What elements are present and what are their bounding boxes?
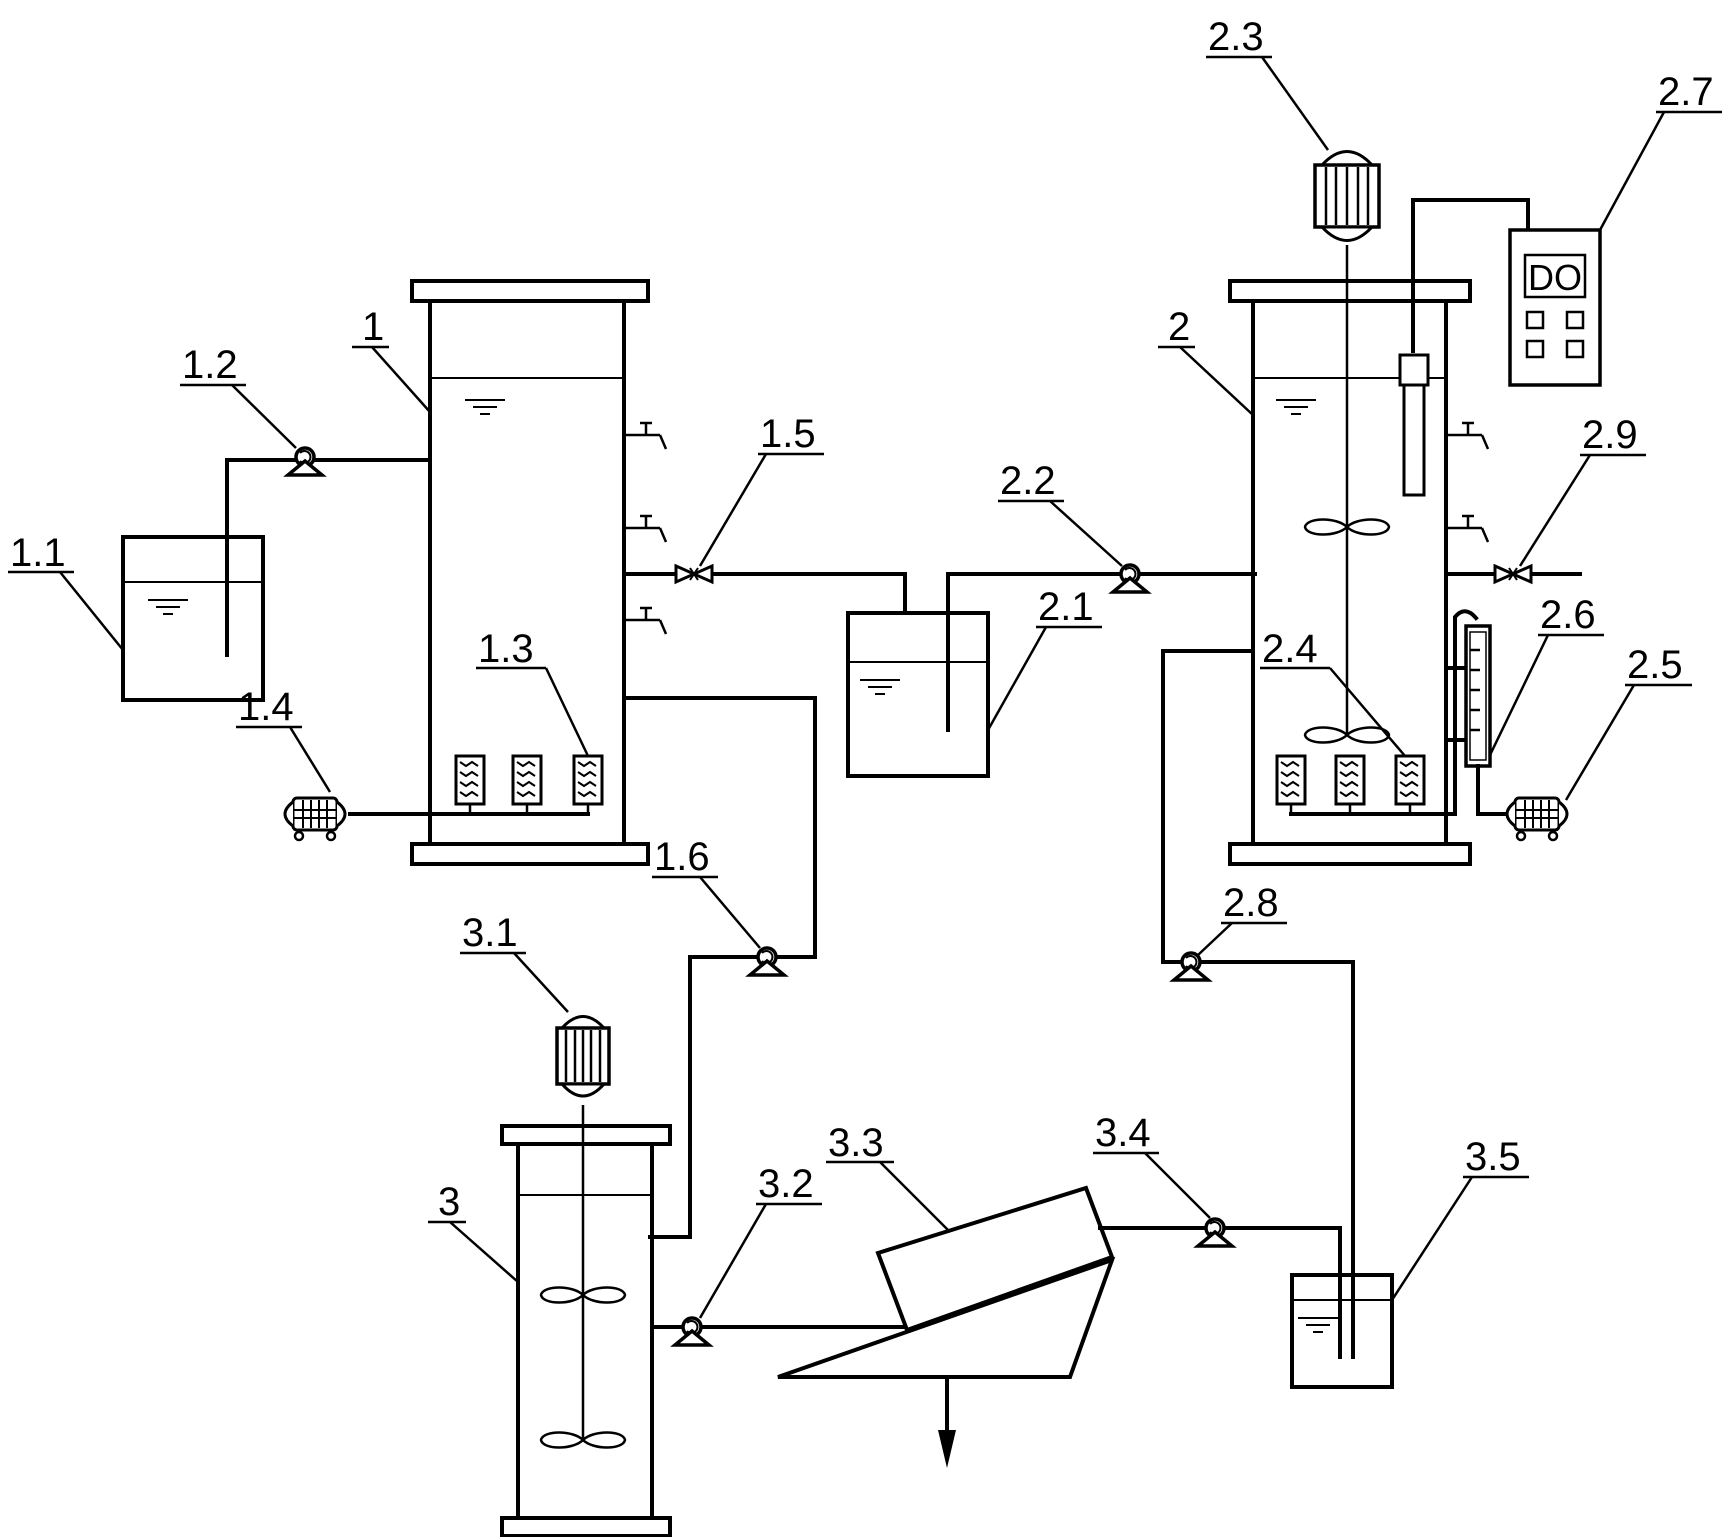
label-1-1: 1.1 <box>10 531 66 575</box>
intermediate-tank-2-1 <box>846 611 990 778</box>
label-2-4: 2.4 <box>1262 627 1318 671</box>
stirrer-motor-2-3 <box>1313 150 1381 242</box>
label-2-9: 2.9 <box>1582 413 1638 457</box>
label-2-3: 2.3 <box>1208 15 1264 59</box>
air-diffuser-icon <box>1334 754 1366 806</box>
sampling-tap-icon <box>624 606 668 636</box>
label-2-2: 2.2 <box>1000 459 1056 503</box>
label-1: 1 <box>362 305 384 349</box>
reactor-1 <box>348 279 668 866</box>
label-3-2: 3.2 <box>758 1162 814 1206</box>
label-3: 3 <box>438 1180 460 1224</box>
peristaltic-pump-icon <box>673 1316 711 1347</box>
reactor-3 <box>500 1105 672 1537</box>
label-2-8: 2.8 <box>1223 881 1279 925</box>
water-level-icon <box>464 399 506 415</box>
peristaltic-pump-icon <box>1172 951 1210 982</box>
air-blower-icon <box>1505 796 1569 842</box>
label-3-4: 3.4 <box>1095 1111 1151 1155</box>
label-1-2: 1.2 <box>182 343 238 387</box>
component-labels: 1 1.1 1.2 1.3 1.4 1.5 1.6 2 2.1 <box>8 15 1722 1319</box>
stirrer-motor-3-1 <box>555 1015 611 1098</box>
label-2-7: 2.7 <box>1658 70 1714 114</box>
label-1-4: 1.4 <box>238 685 294 729</box>
label-1-5: 1.5 <box>760 412 816 456</box>
sampling-tap-icon <box>624 421 668 451</box>
label-3-3: 3.3 <box>828 1121 884 1165</box>
air-diffuser-icon <box>1394 754 1426 806</box>
label-2-6: 2.6 <box>1540 593 1596 637</box>
valve-icon <box>1493 564 1533 584</box>
do-meter-2-7: DO <box>1508 228 1602 387</box>
label-2: 2 <box>1168 305 1190 349</box>
air-diffuser-icon <box>511 754 543 806</box>
sampling-tap-icon <box>1446 514 1490 544</box>
label-3-1: 3.1 <box>462 911 518 955</box>
sampling-tap-icon <box>1446 421 1490 451</box>
do-meter-display: DO <box>1528 257 1582 298</box>
air-diffuser-icon <box>454 754 486 806</box>
do-probe <box>1398 198 1530 497</box>
feed-tank-1-1 <box>121 535 265 702</box>
label-3-5: 3.5 <box>1465 1135 1521 1179</box>
flowmeter-2-6 <box>1444 609 1512 816</box>
water-level-icon <box>1275 399 1317 415</box>
air-blower-icon <box>283 796 347 842</box>
peristaltic-pump-icon <box>1111 563 1149 594</box>
sampling-tap-icon <box>624 514 668 544</box>
label-2-5: 2.5 <box>1627 643 1683 687</box>
air-diffuser-icon <box>1275 754 1307 806</box>
peristaltic-pump-icon <box>1196 1217 1234 1248</box>
peristaltic-pump-icon <box>748 946 786 977</box>
reactor-2 <box>1228 245 1490 866</box>
product-tank-3-5 <box>1290 1273 1394 1389</box>
valve-icon <box>674 564 714 584</box>
label-1-3: 1.3 <box>478 627 534 671</box>
label-2-1: 2.1 <box>1038 585 1094 629</box>
air-diffuser-icon <box>572 754 604 806</box>
inclined-screen-3-3 <box>777 1185 1116 1468</box>
label-1-6: 1.6 <box>654 835 710 879</box>
